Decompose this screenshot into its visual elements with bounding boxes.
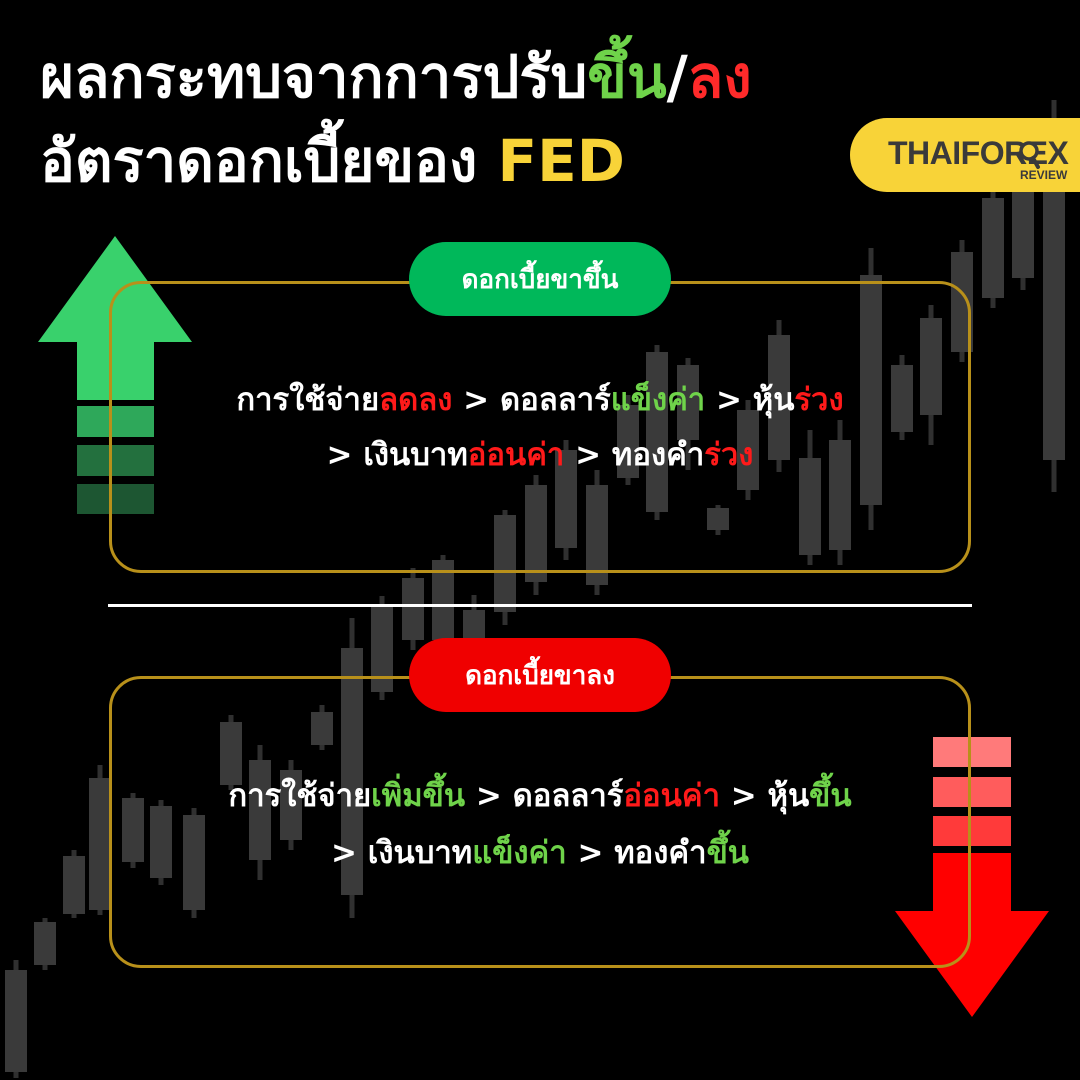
rate-cut-effects-line2: > เงินบาทแข็งค่า > ทองคำขึ้น — [109, 835, 971, 872]
candle-body — [982, 198, 1004, 298]
candle-body — [402, 578, 424, 640]
logo-subtext: REVIEW — [1020, 168, 1068, 182]
page-title-line1: ผลกระทบจากการปรับขึ้น/ลง — [40, 48, 752, 106]
effect-text: > หุ้น — [719, 778, 810, 814]
title-text: ผลกระทบจากการปรับ — [40, 43, 588, 111]
candle-body — [677, 365, 699, 440]
rate-hike-box — [109, 281, 971, 573]
effect-text: > ทองคำ — [566, 835, 707, 871]
candle-body — [5, 970, 27, 1072]
candle-body — [150, 806, 172, 878]
thaiforex-review-logo: THAIFOREX REVIEW — [850, 118, 1080, 192]
candle-body — [860, 275, 882, 505]
effect-text: > หุ้น — [705, 382, 795, 418]
candle-body — [829, 440, 851, 550]
effect-highlight: แข็งค่า — [472, 835, 567, 871]
title-text-2: อัตราดอกเบี้ยของ — [40, 127, 498, 195]
candle-body — [89, 778, 111, 910]
candle-body — [311, 712, 333, 745]
candle-body — [707, 508, 729, 530]
candle-body — [280, 770, 302, 840]
rate-cut-box — [109, 676, 971, 968]
title-up-word: ขึ้น — [587, 43, 667, 111]
candle-body — [920, 318, 942, 415]
candle-body — [799, 458, 821, 555]
candle-body — [494, 515, 516, 612]
effect-text: การใช้จ่าย — [228, 778, 372, 814]
effect-highlight: อ่อนค่า — [467, 437, 565, 473]
effect-text: > ดอลลาร์ — [452, 382, 611, 418]
candle-body — [525, 485, 547, 582]
candle-body — [341, 648, 363, 895]
title-slash: / — [666, 43, 688, 111]
title-fed: FED — [497, 127, 625, 195]
candle-body — [371, 605, 393, 692]
candle-body — [617, 405, 639, 478]
effect-text: > เงินบาท — [331, 835, 473, 871]
candle-body — [737, 410, 759, 490]
effect-highlight: ขึ้น — [706, 835, 749, 871]
rate-cut-effects-line1: การใช้จ่ายเพิ่มขึ้น > ดอลลาร์อ่อนค่า > ห… — [109, 778, 971, 815]
candle-body — [63, 856, 85, 914]
candle-body — [1043, 148, 1065, 460]
effect-text: > ดอลลาร์ — [465, 778, 624, 814]
rate-cut-pill: ดอกเบี้ยขาลง — [409, 638, 671, 712]
rate-hike-pill: ดอกเบี้ยขาขึ้น — [409, 242, 671, 316]
effect-highlight: ลดลง — [379, 382, 453, 418]
rate-hike-effects-line2: > เงินบาทอ่อนค่า > ทองคำร่วง — [109, 437, 971, 474]
effect-text: > เงินบาท — [326, 437, 468, 473]
section-divider — [108, 604, 972, 607]
effect-text: > ทองคำ — [564, 437, 705, 473]
title-down-word: ลง — [687, 43, 752, 111]
rate-hike-effects-line1: การใช้จ่ายลดลง > ดอลลาร์แข็งค่า > หุ้นร่… — [109, 382, 971, 419]
effect-highlight: แข็งค่า — [610, 382, 706, 418]
candle-body — [249, 760, 271, 860]
effect-highlight: ขึ้น — [809, 778, 852, 814]
candle-body — [891, 365, 913, 432]
effect-highlight: ร่วง — [704, 437, 754, 473]
candle-body — [555, 450, 577, 548]
magnifier-icon — [1019, 141, 1040, 169]
effect-highlight: เพิ่มขึ้น — [371, 778, 466, 814]
candle-body — [768, 335, 790, 460]
candle-body — [220, 722, 242, 785]
effect-highlight: อ่อนค่า — [623, 778, 720, 814]
green-up-arrow-icon — [38, 236, 192, 514]
effect-text: การใช้จ่าย — [236, 382, 380, 418]
candle-body — [34, 922, 56, 965]
candle-body — [1012, 178, 1034, 278]
page-title-line2: อัตราดอกเบี้ยของ FED — [40, 132, 625, 190]
candle-body — [122, 798, 144, 862]
effect-highlight: ร่วง — [794, 382, 844, 418]
candle-body — [432, 560, 454, 640]
red-down-arrow-icon — [895, 737, 1049, 1017]
candle-body — [586, 485, 608, 585]
candle-body — [646, 352, 668, 512]
candle-body — [183, 815, 205, 910]
